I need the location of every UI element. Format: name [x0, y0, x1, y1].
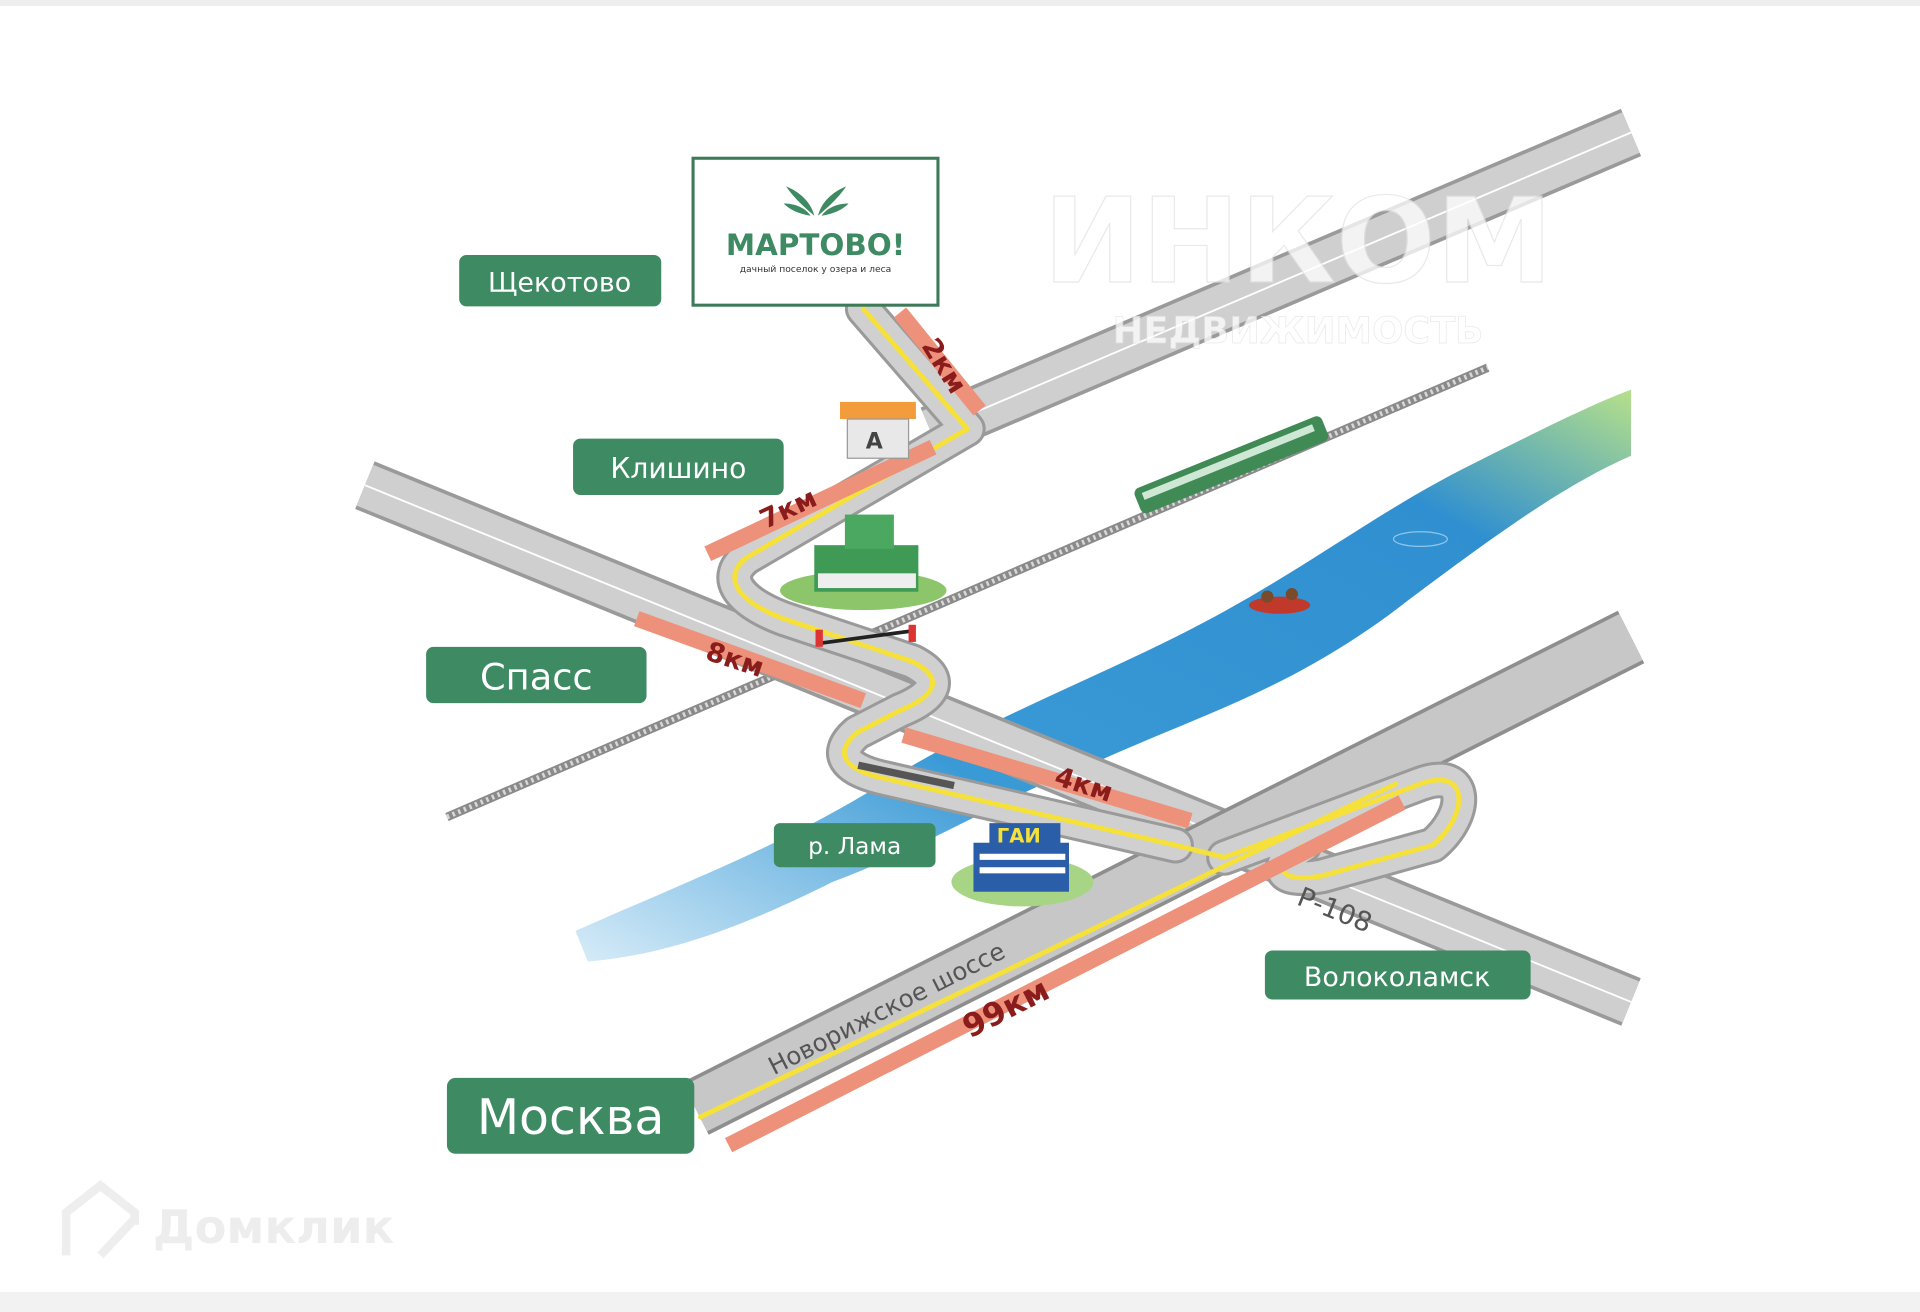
distance-arrow-2km	[893, 307, 986, 416]
label-text: Москва	[477, 1089, 665, 1146]
martovo-logo: МАРТОВО! дачный поселок у озера и леса	[691, 156, 940, 307]
label-shchekotovo: Щекотово	[459, 254, 662, 307]
label-text: Клишино	[610, 452, 746, 485]
logo-tagline: дачный поселок у озера и леса	[740, 264, 892, 275]
label-river-lama: р. Лама	[773, 823, 936, 868]
bridge-icon	[857, 761, 955, 790]
leaves-icon	[783, 186, 849, 216]
logo-name: МАРТОВО!	[726, 228, 905, 262]
distance-arrow-8km	[634, 611, 866, 709]
river-lama	[575, 389, 1632, 962]
train-icon	[1134, 416, 1329, 514]
label-klishino: Клишино	[573, 438, 784, 495]
domclick-watermark: Домклик	[61, 1180, 394, 1259]
label-text: Щекотово	[488, 268, 631, 299]
label-spass: Спасс	[426, 646, 647, 704]
road-top	[920, 108, 1642, 455]
inkom-watermark: ИНКОМ НЕДВИЖИМОСТЬ	[1042, 172, 1553, 352]
railway-crossing-icon	[815, 624, 916, 647]
label-volokolamsk: Волоколамск	[1264, 950, 1531, 1000]
domclick-house-icon	[61, 1180, 139, 1259]
distance-arrow-4km	[901, 727, 1193, 829]
boat-icon	[1248, 588, 1311, 614]
label-text: Спасс	[480, 656, 593, 699]
church-icon	[780, 514, 947, 611]
bottom-band	[0, 1292, 1920, 1312]
fishing-float-icon	[1392, 531, 1448, 548]
top-band	[0, 0, 1920, 6]
gai-post-icon: ГАИ	[951, 823, 1094, 907]
label-text: р. Лама	[808, 833, 901, 860]
inkom-text: ИНКОМ	[1043, 173, 1553, 310]
inkom-subtext: НЕДВИЖИМОСТЬ	[1113, 309, 1484, 352]
distance-arrow-7km	[704, 440, 937, 561]
road-novorizhskoe	[682, 610, 1645, 1135]
distance-arrow-99km	[724, 795, 1406, 1153]
label-moskva: Москва	[446, 1077, 695, 1154]
gai-label: ГАИ	[997, 825, 1041, 848]
bus-stop-label: А	[866, 429, 883, 454]
bus-stop-icon: А	[840, 401, 916, 459]
label-text: Волоколамск	[1304, 962, 1490, 993]
road-r108	[355, 461, 1641, 1026]
domclick-text: Домклик	[153, 1200, 394, 1254]
